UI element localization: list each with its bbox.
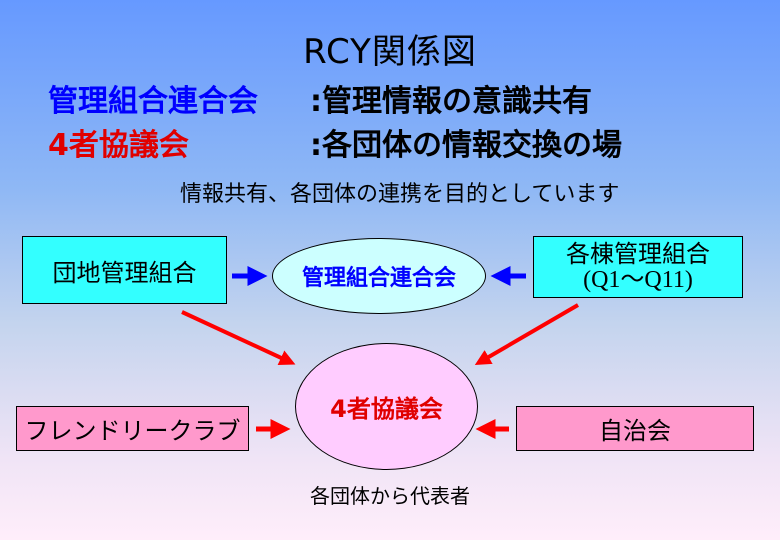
node-kakutou-kanri-kumiai: 各棟管理組合 (Q1～Q11) xyxy=(533,236,743,298)
node-label: 各棟管理組合 xyxy=(566,239,710,268)
definition-desc-council: :各団体の情報交換の場 xyxy=(310,128,622,163)
node-label: 管理組合連合会 xyxy=(301,266,456,291)
diagram-title: RCY関係図 xyxy=(303,32,477,72)
subtitle: 情報共有、各団体の連携を目的としています xyxy=(180,182,620,207)
footer-caption: 各団体から代表者 xyxy=(310,484,470,508)
node-4sha-kyogikai: 4者協議会 xyxy=(295,343,478,470)
node-friendly-club: フレンドリークラブ xyxy=(16,406,249,451)
node-label: 4者協議会 xyxy=(330,395,443,423)
node-label: 自治会 xyxy=(599,417,671,445)
node-danchi-kanri-kumiai: 団地管理組合 xyxy=(22,236,227,304)
definition-desc-federation: :管理情報の意識共有 xyxy=(310,84,592,119)
node-label: 団地管理組合 xyxy=(52,258,197,287)
definition-term-federation: 管理組合連合会 xyxy=(48,84,258,119)
node-jichikai: 自治会 xyxy=(516,406,754,451)
node-kanri-kumiai-rengokai: 管理組合連合会 xyxy=(272,238,486,314)
node-label: フレンドリークラブ xyxy=(24,417,241,445)
node-sublabel: (Q1～Q11) xyxy=(583,267,693,293)
arrow-danchi-to-council xyxy=(181,310,296,366)
arrow-building-to-council xyxy=(474,303,580,366)
definition-term-council: 4者協議会 xyxy=(48,128,189,163)
